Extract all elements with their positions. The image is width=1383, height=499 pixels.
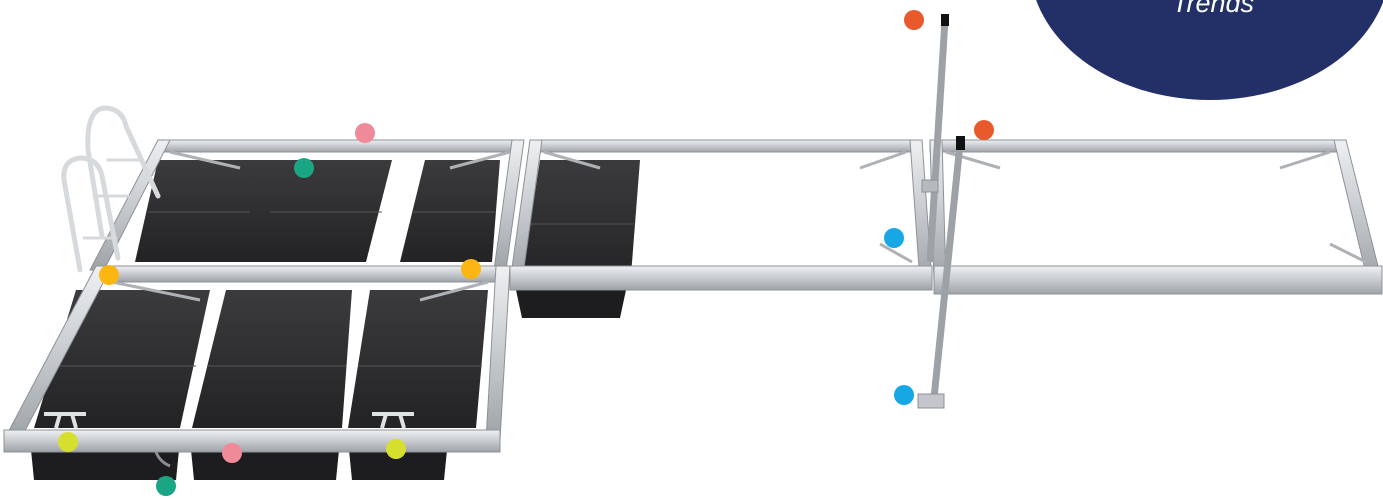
middle-section [509, 139, 933, 318]
hotspot-bottom-cable[interactable] [156, 476, 176, 496]
hotspot-pole-foot[interactable] [894, 385, 914, 405]
hotspot-top-frame[interactable] [355, 123, 375, 143]
hotspot-cleat-left[interactable] [58, 432, 78, 452]
mooring-poles [917, 14, 965, 409]
hotspot-cleat-right[interactable] [386, 439, 406, 459]
right-section [929, 139, 1383, 295]
hotspot-bottom-frame[interactable] [222, 443, 242, 463]
hotspot-ladder-joint[interactable] [99, 265, 119, 285]
hotspot-center-joint[interactable] [461, 259, 481, 279]
upper-left-section [89, 139, 525, 271]
hotspot-pole-mid[interactable] [974, 120, 994, 140]
hotspot-cable[interactable] [294, 158, 314, 178]
hotspot-pole-top[interactable] [904, 10, 924, 30]
badge-label: Trends [1172, 0, 1255, 18]
ladder [61, 105, 161, 273]
hotspot-pole-bracket[interactable] [884, 228, 904, 248]
lower-left-section [3, 265, 511, 480]
